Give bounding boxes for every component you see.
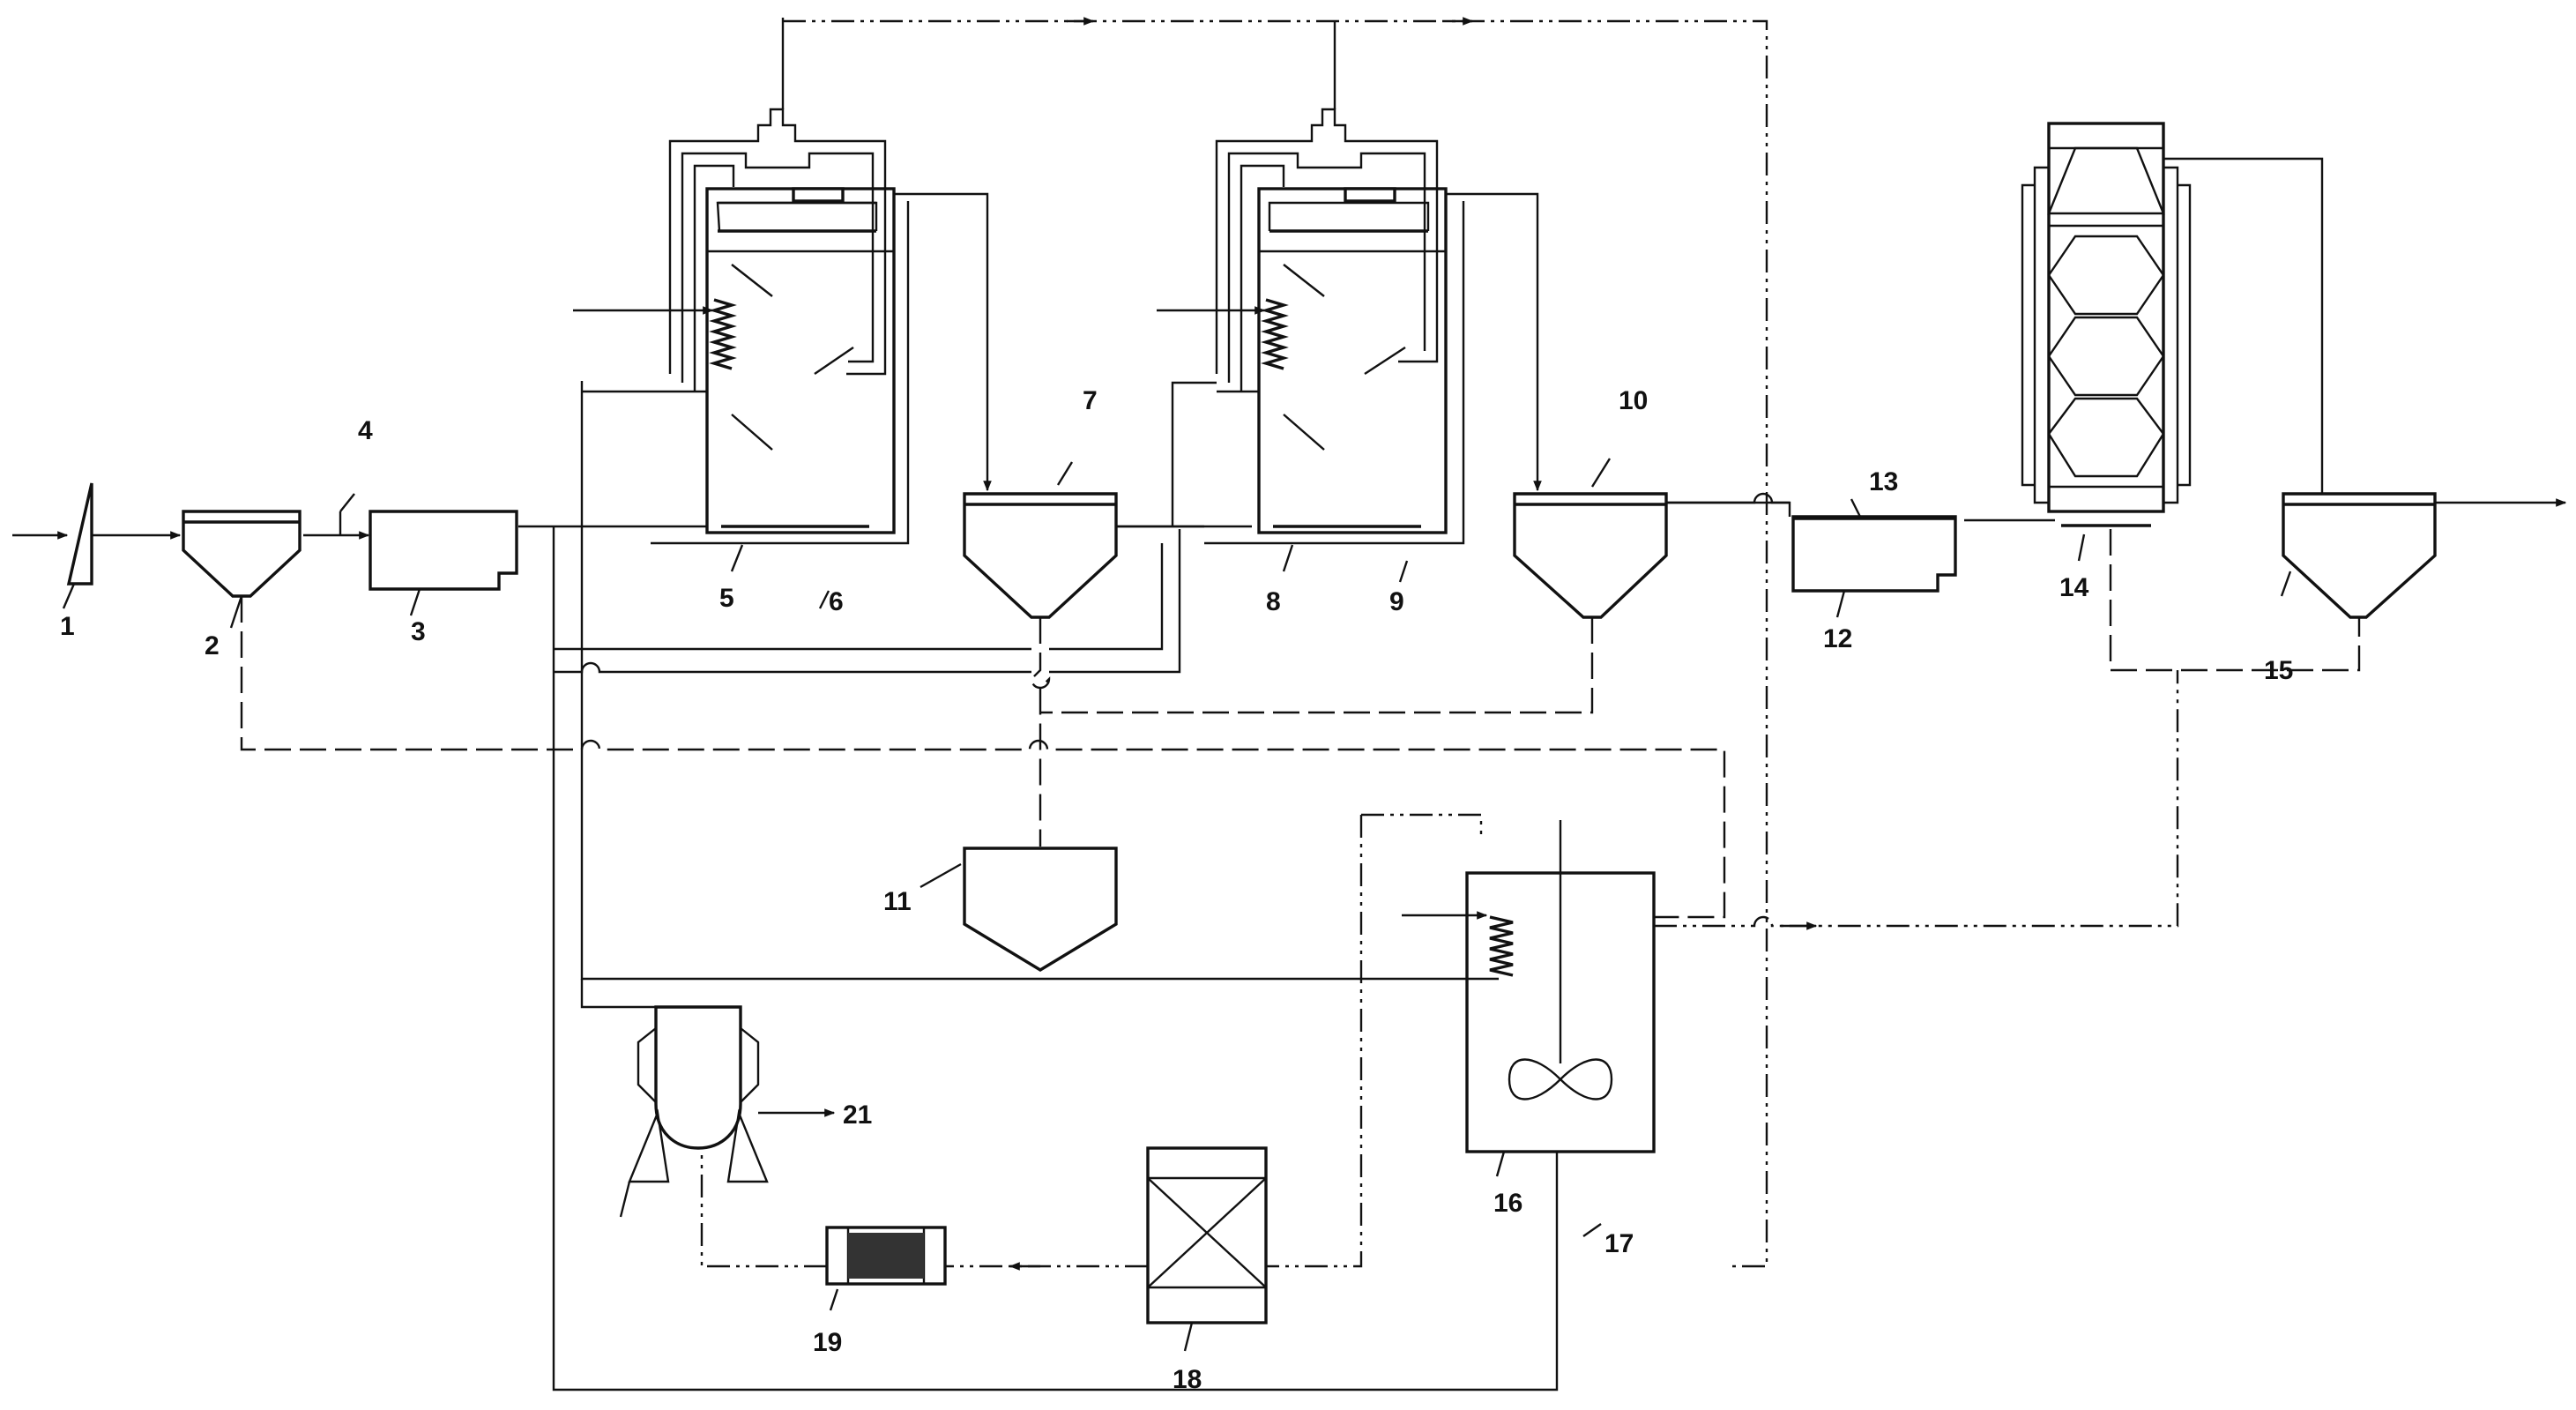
coil-reactor-2 bbox=[1261, 298, 1289, 370]
reactor-1 bbox=[651, 18, 910, 609]
dosing-point-4 bbox=[339, 493, 355, 535]
label-7: 7 bbox=[1083, 386, 1098, 415]
label-11: 11 bbox=[883, 887, 912, 916]
filter-19 bbox=[825, 1226, 947, 1311]
label-15: 15 bbox=[2264, 656, 2293, 685]
label-10: 10 bbox=[1619, 386, 1648, 415]
grit-chamber-2 bbox=[182, 510, 302, 629]
label-2: 2 bbox=[205, 631, 220, 660]
label-18: 18 bbox=[1173, 1365, 1202, 1394]
coil-digester-16 bbox=[1489, 915, 1514, 977]
clarifier-7 bbox=[963, 461, 1118, 619]
reactor-2 bbox=[1204, 26, 1465, 583]
tower-14 bbox=[2021, 122, 2324, 562]
unit-18 bbox=[1146, 1146, 1268, 1352]
label-13: 13 bbox=[1869, 467, 1898, 496]
clarifier-10 bbox=[1513, 458, 1668, 619]
coil-reactor-1 bbox=[709, 298, 737, 370]
process-piping bbox=[240, 17, 2361, 1391]
label-21: 21 bbox=[843, 1100, 872, 1130]
dryer-21 bbox=[619, 1005, 836, 1218]
tank-11 bbox=[919, 847, 1118, 972]
label-17: 17 bbox=[1604, 1229, 1634, 1258]
label-1: 1 bbox=[60, 612, 75, 641]
label-8: 8 bbox=[1266, 587, 1281, 616]
label-9: 9 bbox=[1389, 587, 1404, 616]
label-6: 6 bbox=[829, 587, 844, 616]
equipment-labels: 1 2 3 4 5 6 7 8 9 10 11 12 13 14 15 16 1… bbox=[60, 386, 2293, 1394]
label-4: 4 bbox=[358, 416, 373, 445]
bar-screen-1 bbox=[62, 482, 93, 609]
label-3: 3 bbox=[411, 617, 426, 646]
regulating-tank-3 bbox=[369, 510, 518, 616]
label-19: 19 bbox=[813, 1328, 842, 1357]
clarifier-15 bbox=[2280, 492, 2437, 619]
tank-12 bbox=[1791, 498, 1957, 618]
label-14: 14 bbox=[2059, 573, 2089, 602]
label-5: 5 bbox=[719, 584, 734, 613]
label-12: 12 bbox=[1823, 624, 1852, 653]
digester-16 bbox=[1402, 820, 1656, 1237]
label-16: 16 bbox=[1493, 1189, 1523, 1218]
